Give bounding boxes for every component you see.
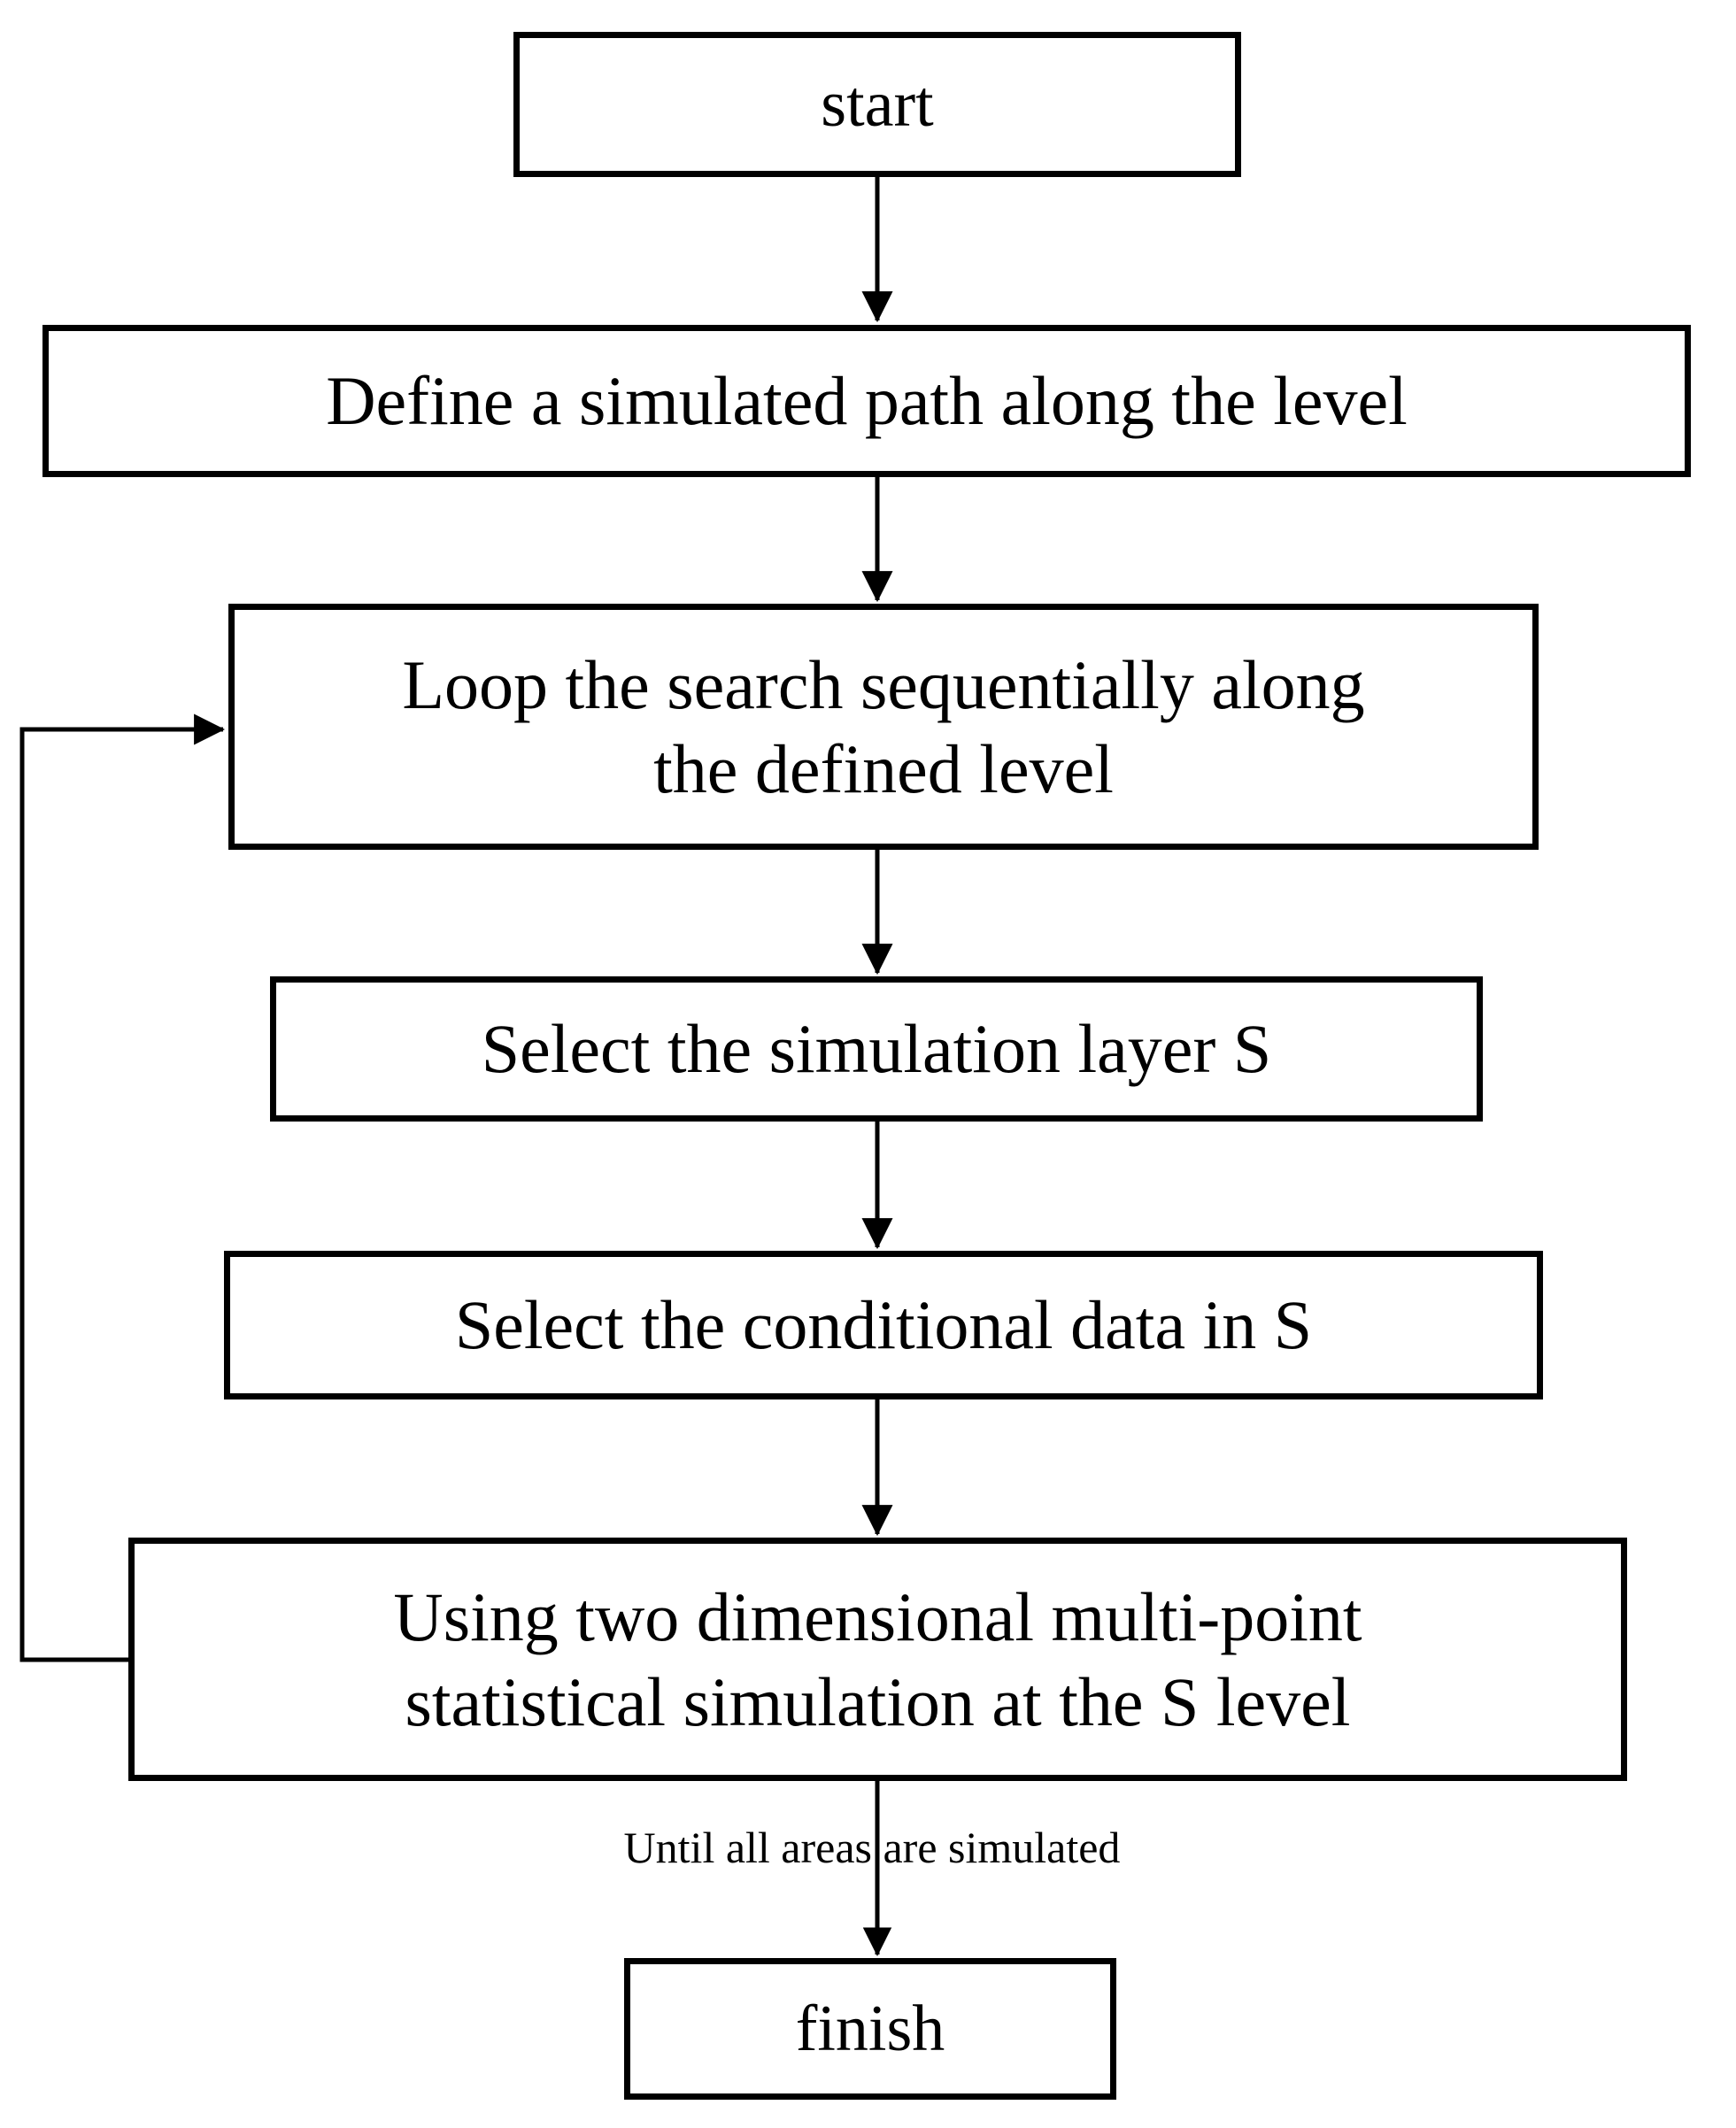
- node-simulate[interactable]: Using two dimensional multi-point statis…: [128, 1538, 1627, 1781]
- connector-feedback-simulate-to-loop: [19, 713, 226, 1662]
- node-select-layer[interactable]: Select the simulation layer S: [270, 976, 1483, 1122]
- edge-label-until-all-simulated: Until all areas are simulated: [623, 1823, 1121, 1872]
- node-start[interactable]: start: [513, 32, 1241, 177]
- node-select-conditional[interactable]: Select the conditional data in S: [224, 1251, 1543, 1399]
- node-define-path[interactable]: Define a simulated path along the level: [42, 325, 1691, 477]
- node-finish[interactable]: finish: [624, 1958, 1116, 2100]
- node-loop-search[interactable]: Loop the search sequentially along the d…: [228, 604, 1539, 850]
